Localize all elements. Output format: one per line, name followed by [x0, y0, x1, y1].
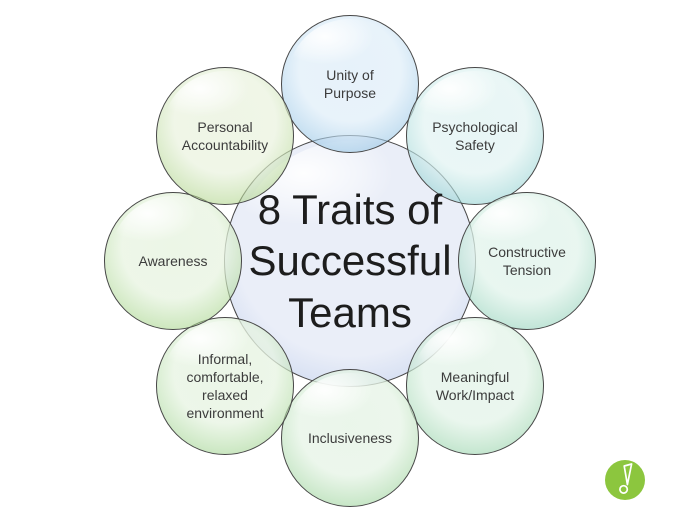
exclamation-logo-icon [605, 460, 645, 500]
bubble-unity-of-purpose: Unity of Purpose [281, 15, 419, 153]
exclamation-dot-icon [619, 484, 629, 494]
bubble-label: Awareness [138, 252, 208, 269]
brand-logo [604, 459, 646, 501]
bubble-label: Meaningful Work/Impact [435, 368, 515, 403]
bubble-label: Inclusiveness [307, 429, 393, 446]
bubble-label: Psychological Safety [432, 118, 518, 153]
bubble-awareness: Awareness [104, 192, 242, 330]
bubble-label: Informal, comfortable, relaxed environme… [186, 350, 264, 422]
bubble-label: Unity of Purpose [323, 66, 377, 101]
bubble-label: Personal Accountability [181, 118, 269, 153]
bubble-constructive-tension: Constructive Tension [458, 192, 596, 330]
diagram-title: 8 Traits of Successful Teams [248, 186, 452, 336]
logo-circle [605, 460, 645, 500]
exclamation-stem-icon [623, 463, 633, 486]
bubble-label: Constructive Tension [488, 243, 566, 278]
bubble-inclusiveness: Inclusiveness [281, 369, 419, 507]
